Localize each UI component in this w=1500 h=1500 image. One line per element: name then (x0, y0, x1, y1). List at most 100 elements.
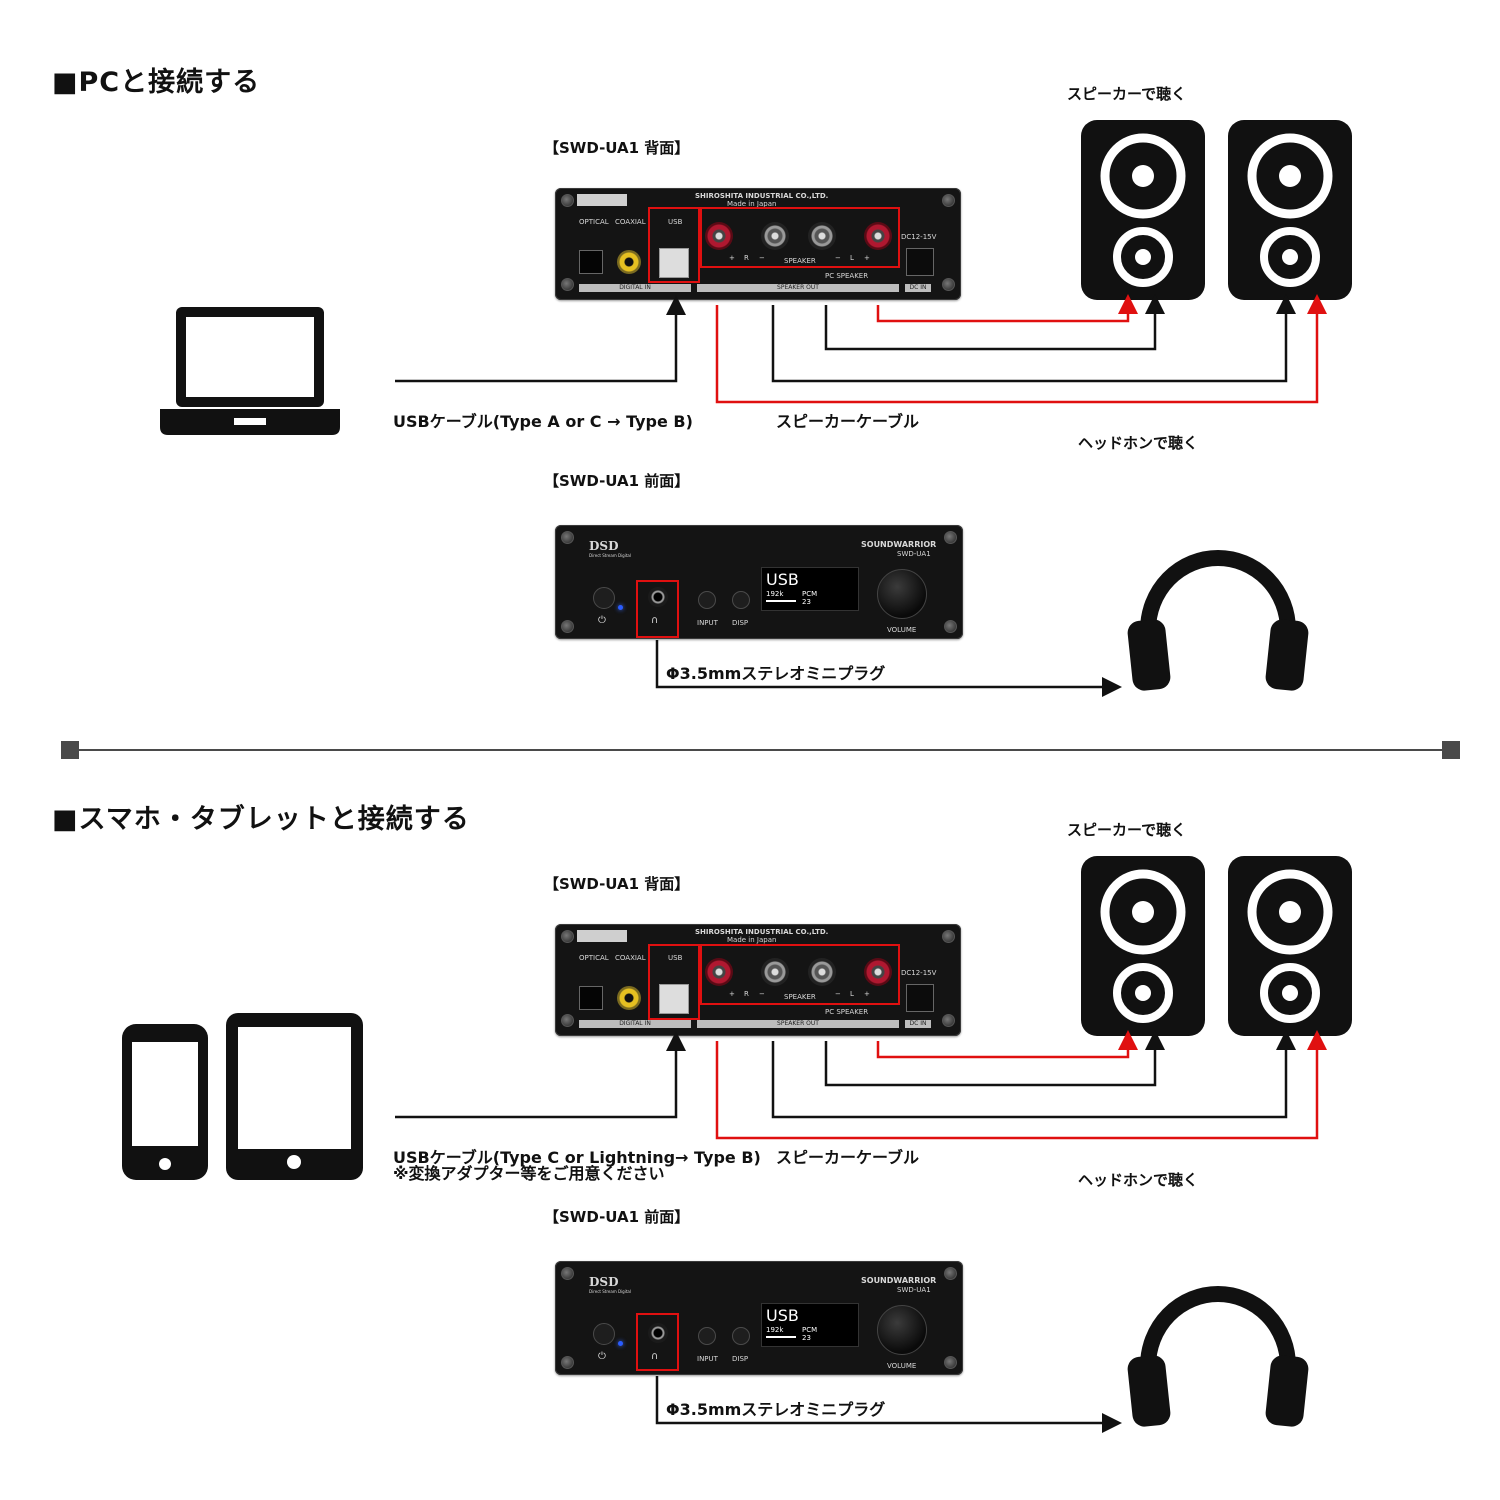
made-in-text: Made in Japan (727, 200, 777, 208)
volume-label: VOLUME (887, 626, 917, 634)
speaker-label: SPEAKER (784, 257, 816, 265)
screw (561, 1356, 574, 1369)
model-label: SWD-UA1 (897, 1286, 931, 1294)
optical-label: OPTICAL (579, 954, 609, 962)
front-panel-label: 【SWD-UA1 前面】 (544, 472, 690, 490)
coaxial-label: COAXIAL (615, 218, 646, 226)
oled-volume: 23 (802, 1334, 811, 1342)
digital-in-strip: DIGITAL IN (579, 1020, 691, 1028)
plus-label: + (864, 990, 870, 998)
rear-panel: SHIROSHITA INDUSTRIAL CO.,LTD. Made in J… (555, 924, 961, 1036)
oled-display: USB 192k PCM 23 (761, 1303, 859, 1347)
usb-cable-line (395, 295, 686, 383)
usb-cable-label: USBケーブル(Type C or Lightning→ Type B) (393, 1148, 761, 1167)
usb-b-port (659, 984, 689, 1014)
minus-label: − (835, 254, 841, 262)
front-panel: DSD Direct Stream Digital SOUNDWARRIOR S… (555, 1261, 963, 1375)
plus-label: + (729, 254, 735, 262)
oled-display: USB 192k PCM 23 (761, 567, 859, 611)
power-button[interactable] (593, 1323, 615, 1345)
speaker-cable-red-1 (876, 1030, 1138, 1059)
usb-highlight-box (648, 207, 700, 283)
binding-post-r-minus (761, 958, 789, 986)
screw (942, 194, 955, 207)
speaker-cable-black-2 (771, 294, 1296, 383)
screw (561, 531, 574, 544)
speaker-cable-black-1 (824, 294, 1165, 351)
screw (944, 1267, 957, 1280)
dc-in-strip: DC IN (905, 1020, 931, 1028)
speaker-cable-red-2 (715, 1030, 1327, 1140)
binding-post-l-minus (808, 222, 836, 250)
r-label: R (744, 254, 749, 262)
headphone-jack-highlight-box (636, 580, 679, 638)
speaker-cable-black-2 (771, 1030, 1296, 1119)
power-led (618, 1341, 623, 1346)
disp-button[interactable] (732, 591, 750, 609)
minus-label: − (759, 254, 765, 262)
section-title: ■スマホ・タブレットと接続する (52, 804, 470, 835)
power-button[interactable] (593, 587, 615, 609)
speaker-caption: スピーカーで聴く (1067, 821, 1187, 839)
oled-format: PCM (802, 1326, 818, 1334)
dsd-subtitle: Direct Stream Digital (589, 553, 631, 558)
dsd-logo: DSD (589, 539, 619, 553)
dc-in-strip: DC IN (905, 284, 931, 292)
speaker-terminal-highlight-box (700, 207, 900, 268)
headphones-icon (1127, 550, 1309, 691)
laptop-icon (160, 307, 340, 435)
binding-post-r-minus (761, 222, 789, 250)
oled-rate: 192k (766, 1326, 784, 1334)
pc-speaker-label: PC SPEAKER (825, 272, 869, 280)
l-label: L (850, 254, 854, 262)
usb-b-port (659, 248, 689, 278)
optical-port (579, 250, 603, 274)
oled-source: USB (766, 1306, 799, 1325)
dc-voltage-label: DC12-15V (901, 233, 937, 241)
maker-text: SHIROSHITA INDUSTRIAL CO.,LTD. (695, 928, 829, 936)
model-label: SWD-UA1 (897, 550, 931, 558)
headphone-cable-line (655, 1376, 1122, 1433)
brand-logo: SOUNDWARRIOR (861, 1276, 937, 1285)
disp-label: DISP (732, 1355, 749, 1363)
dc-jack (906, 984, 934, 1012)
disp-button[interactable] (732, 1327, 750, 1345)
disp-label: DISP (732, 619, 749, 627)
input-button[interactable] (698, 591, 716, 609)
speaker-cable-red-2 (715, 294, 1327, 404)
headphone-jack[interactable] (648, 587, 668, 607)
binding-post-r-plus (705, 222, 733, 250)
binding-post-r-plus (705, 958, 733, 986)
speaker-label: SPEAKER (784, 993, 816, 1001)
smartphone-icon (122, 1024, 208, 1180)
volume-knob[interactable] (877, 1305, 927, 1355)
input-label: INPUT (697, 619, 718, 627)
brand-logo: SOUNDWARRIOR (861, 540, 937, 549)
speaker-terminal-highlight-box (700, 944, 900, 1005)
speaker-cable-black-1 (824, 1030, 1165, 1087)
screw (561, 930, 574, 943)
pc-speaker-label: PC SPEAKER (825, 1008, 869, 1016)
power-icon: ⏻ (598, 1351, 606, 1362)
r-label: R (744, 990, 749, 998)
front-panel-label: 【SWD-UA1 前面】 (544, 1208, 690, 1226)
speaker-icon (1228, 856, 1352, 1036)
input-label: INPUT (697, 1355, 718, 1363)
coaxial-port (617, 250, 641, 274)
l-label: L (850, 990, 854, 998)
power-led (618, 605, 623, 610)
speaker-out-strip: SPEAKER OUT (697, 1020, 899, 1028)
speaker-cable-red-1 (876, 294, 1138, 323)
coaxial-port (617, 986, 641, 1010)
mini-plug-label: Φ3.5mmステレオミニプラグ (666, 1400, 886, 1419)
headphone-jack[interactable] (648, 1323, 668, 1343)
screw (561, 1267, 574, 1280)
volume-knob[interactable] (877, 569, 927, 619)
made-in-text: Made in Japan (727, 936, 777, 944)
headphone-cable-line (655, 640, 1122, 697)
optical-label: OPTICAL (579, 218, 609, 226)
headphone-jack-highlight-box (636, 1313, 679, 1371)
power-icon: ⏻ (598, 615, 606, 626)
input-button[interactable] (698, 1327, 716, 1345)
screw (942, 1014, 955, 1027)
